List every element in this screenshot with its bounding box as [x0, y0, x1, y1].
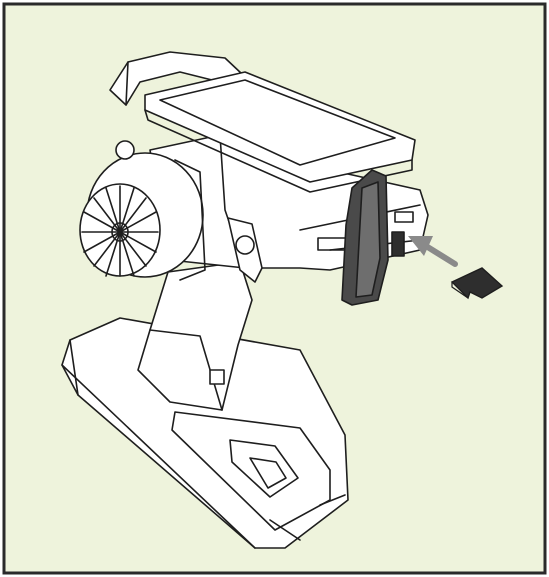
- insert-arrow-icon: [408, 236, 458, 267]
- sd-card-icon: [450, 267, 504, 300]
- side-cover: [341, 169, 389, 306]
- throttle-trigger: [227, 217, 263, 283]
- steering-wheel: [79, 152, 206, 281]
- display-unit: [144, 71, 416, 193]
- transmitter-base: [61, 317, 349, 549]
- radio-transmitter-icon: [61, 51, 429, 549]
- sd-card-slot: [391, 211, 414, 257]
- transmitter-grip: [137, 261, 253, 411]
